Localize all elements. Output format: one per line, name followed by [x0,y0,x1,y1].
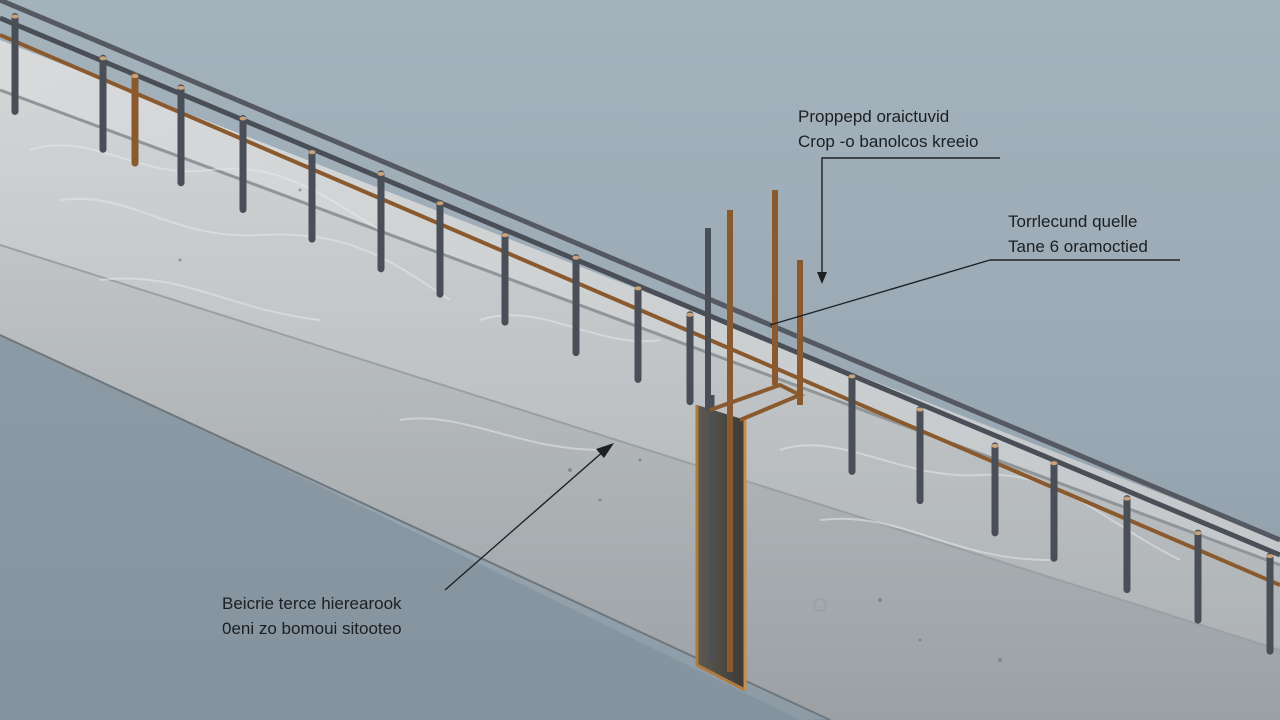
rebar-vertical-cap [177,85,185,90]
leader-left [444,449,606,591]
rebar-vertical-cap [436,201,444,206]
rebar-vertical-cap [501,233,509,238]
callout-left: Beicrie terce hierearook 0eni zo bomoui … [222,591,402,641]
ground-shadow [0,330,1280,720]
rebar-vertical-cap [377,171,385,176]
rebar-verticals [11,12,1274,655]
leader-right-diag [769,259,991,326]
callout-top-line-2: Crop -o banolcos kreeio [798,132,979,151]
rebar-vertical-cap [11,14,19,19]
rebar-vertical-cap [1194,531,1202,536]
leader-top [821,157,1000,278]
callout-left-line-1: Beicrie terce hierearook [222,594,402,613]
embedded-pier [695,190,805,692]
rebar-vertical-cap [99,56,107,61]
callout-right: Torrlecund quelle Tane 6 oramoctied [1008,209,1148,259]
beam-mid-edge [0,244,1280,651]
beam-lower-face [0,245,1280,720]
concrete-speckles [178,188,1002,662]
rebar-vertical-cap [131,74,139,79]
rebar-vertical-cap [634,286,642,291]
rebar-vertical-cap [239,116,247,121]
rebar-vertical-cap [308,150,316,155]
leader-left-arrowhead [596,443,614,458]
rebar-vertical-cap [686,312,694,317]
rebar-vertical-cap [572,255,580,260]
rebar-vertical-cap [916,407,924,412]
rebar-vertical-cap [991,443,999,448]
rebar-vertical-cap [1266,554,1274,559]
beam-bottom-edge [0,334,831,720]
callout-left-line-2: 0eni zo bomoui sitooteo [222,619,402,638]
callout-right-line-2: Tane 6 oramoctied [1008,237,1148,256]
leader-top-arrowhead [817,272,827,284]
callout-top: Proppepd oraictuvid Crop -o banolcos kre… [798,104,978,154]
callout-right-line-1: Torrlecund quelle [1008,212,1138,231]
leader-lines [444,157,1180,591]
rebar-vertical-cap [1123,496,1131,501]
rebar-longitudinal-2 [0,0,1280,543]
rebar-vertical-cap [1050,461,1058,466]
rebar-vertical-cap [848,374,856,379]
callout-top-line-1: Proppepd oraictuvid [798,107,950,126]
